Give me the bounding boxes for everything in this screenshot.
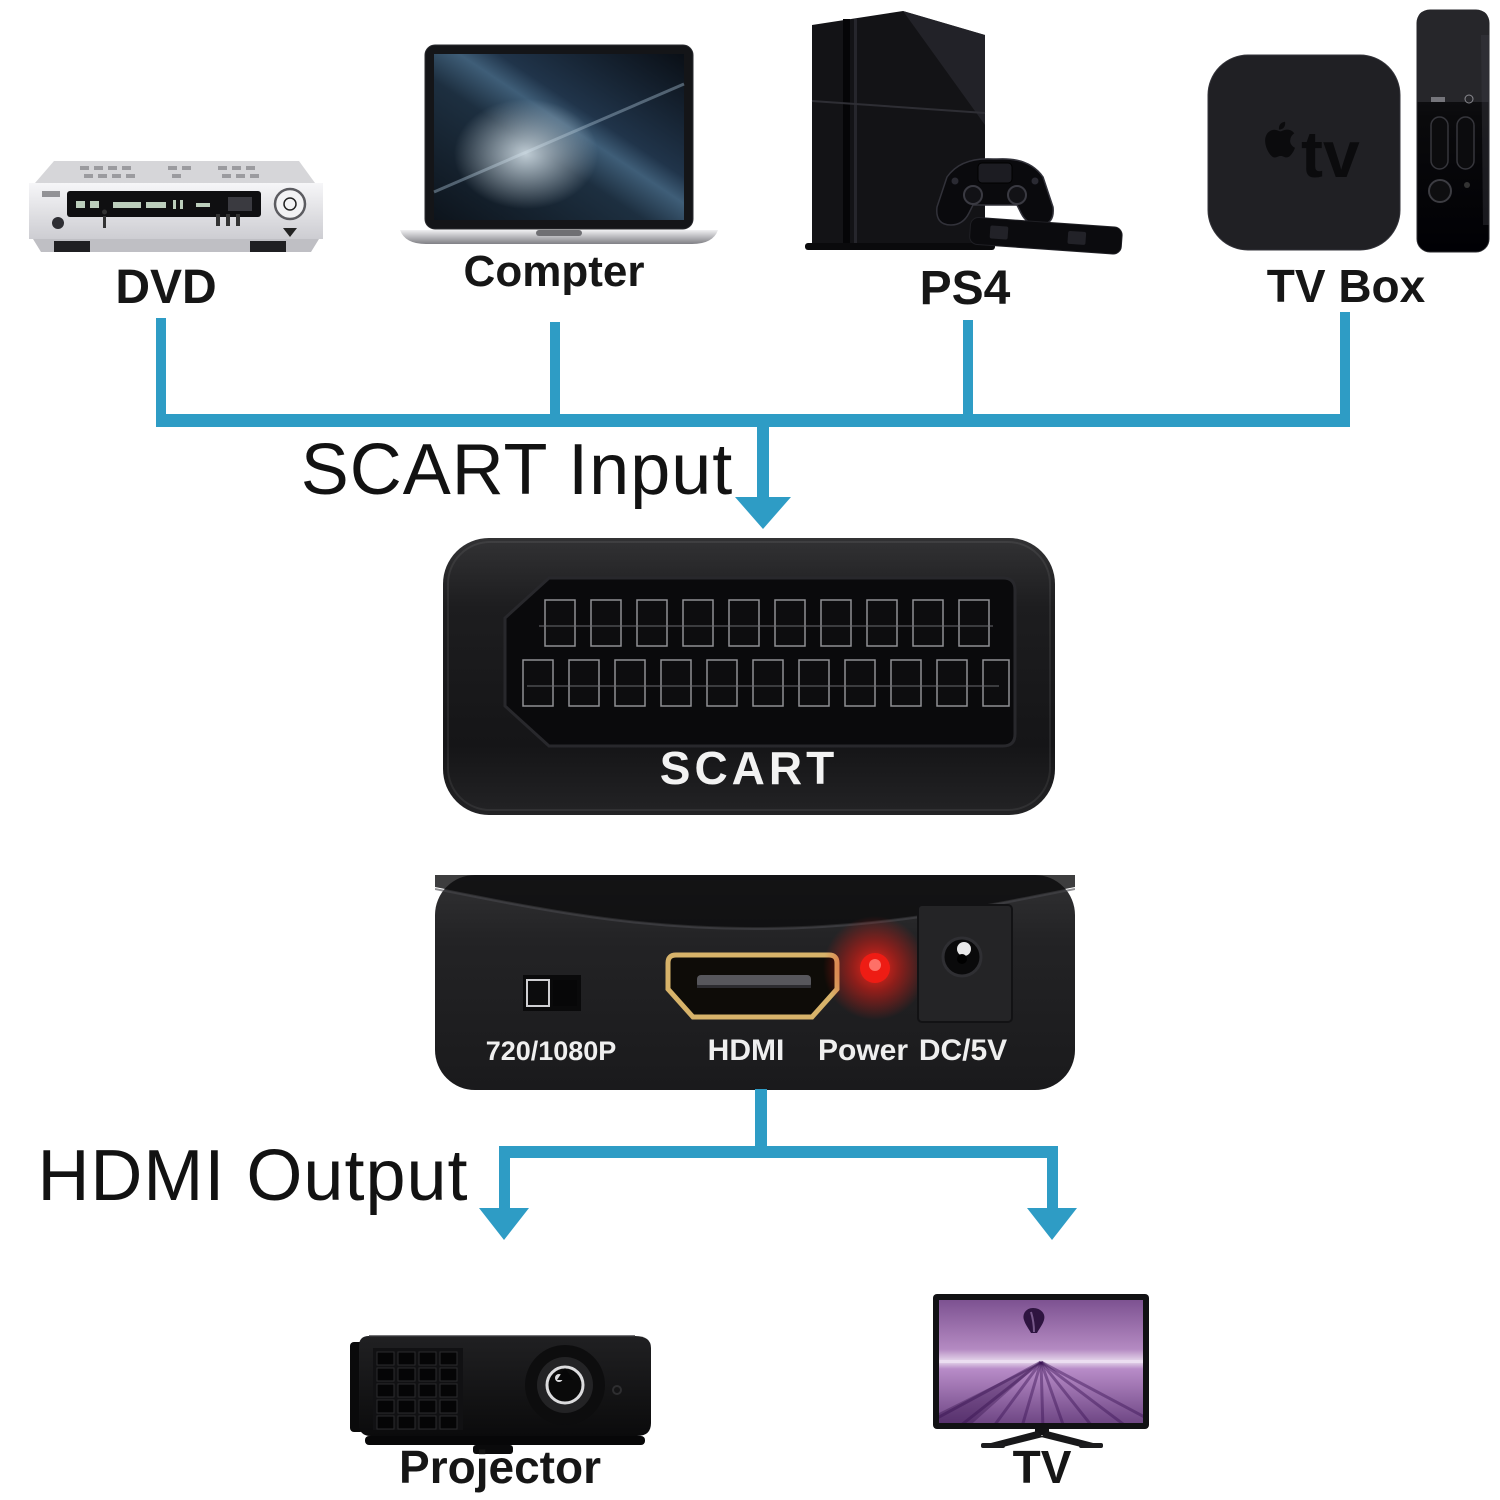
scart-pins-bottom-row — [522, 659, 1010, 707]
tv-field-rows — [939, 1360, 1143, 1423]
projector-foot — [473, 1445, 513, 1454]
ps4-seam-dark — [843, 19, 850, 245]
remote-menu-mark — [1431, 97, 1445, 102]
remote-touch-area — [1417, 10, 1489, 102]
laptop-notch — [536, 230, 582, 236]
scart-port-label: SCART — [660, 742, 838, 794]
power-label: Power — [818, 1034, 908, 1067]
connector-line-tvbox — [1340, 312, 1350, 420]
resolution-switch — [523, 975, 581, 1011]
computer-label: Compter — [463, 247, 645, 296]
connector-line-computer — [550, 322, 560, 420]
dvd-player-image — [29, 161, 323, 252]
laptop-base — [400, 230, 718, 244]
dvd-power-button — [52, 217, 64, 229]
connector-bus-output — [499, 1146, 1058, 1158]
projector-grille — [373, 1348, 463, 1430]
projector-arrow-icon — [479, 1208, 529, 1240]
dvd-display-glyphs — [76, 200, 210, 209]
scart-pins-top-row — [544, 599, 990, 647]
dvd-foot-left — [54, 241, 90, 252]
converter-front-image: SCART — [443, 538, 1055, 815]
appletv-logo: tv — [1265, 117, 1360, 191]
projector-bottom — [365, 1436, 645, 1445]
converter-back-image: 720/1080P HDMI Power DC/5V — [435, 875, 1075, 1090]
apple-icon — [1265, 121, 1295, 158]
dc-label: DC/5V — [919, 1034, 1007, 1067]
remote-dot-button — [1464, 182, 1470, 188]
appletv-tv-text: tv — [1301, 117, 1360, 191]
dvd-top-face — [35, 161, 315, 183]
dvd-jog-dial — [273, 187, 307, 221]
tv-screen — [939, 1300, 1143, 1423]
remote-pill-button-left — [1430, 116, 1449, 170]
tv-image — [933, 1294, 1149, 1448]
projector-label: Projector — [399, 1441, 601, 1493]
dvd-display-window — [228, 197, 252, 211]
ps4-image — [805, 11, 1123, 255]
ps4-controller — [936, 158, 1054, 226]
ps4-label: PS4 — [919, 262, 1011, 315]
projector-lens — [525, 1345, 605, 1425]
dvd-foot-right — [250, 241, 286, 252]
connector-stem-output — [755, 1089, 767, 1149]
ps4-seam-light — [854, 19, 857, 245]
ps4-base — [805, 243, 995, 250]
resolution-label: 720/1080P — [486, 1036, 617, 1066]
ps4-console-gloss — [903, 11, 985, 125]
remote-gloss — [1481, 35, 1489, 225]
remote-pill-button-right — [1456, 116, 1475, 170]
tv-stand — [981, 1429, 1103, 1448]
tv-label: TV — [1012, 1441, 1072, 1493]
hdmi-port — [665, 952, 840, 1020]
dvd-top-vents — [80, 166, 259, 178]
dvd-bottom-lip — [33, 239, 319, 252]
remote-mic-mark — [1464, 94, 1474, 104]
appletv-remote — [1416, 9, 1490, 253]
laptop-wallpaper-glow — [454, 99, 598, 209]
converter-top-bevel — [435, 875, 1075, 927]
tvbox-label: TV Box — [1266, 260, 1426, 312]
tvbox-image: tv — [1207, 9, 1490, 253]
dvd-label: DVD — [115, 261, 217, 314]
projector-indicator — [612, 1385, 622, 1395]
dvd-control-glyphs — [216, 214, 240, 226]
dvd-eject-mark — [283, 228, 297, 237]
dc-jack — [917, 904, 1013, 1023]
connector-line-dvd — [156, 318, 166, 420]
connector-stem-input — [757, 427, 769, 499]
hdmi-label: HDMI — [708, 1034, 785, 1067]
remote-ring-button — [1428, 179, 1452, 203]
dvd-brand-mark — [42, 191, 60, 197]
ps4-panel-seam — [811, 100, 986, 114]
hdmi-output-label: HDMI Output — [37, 1136, 469, 1216]
laptop-image — [400, 44, 718, 244]
input-arrow-icon — [735, 497, 791, 529]
projector-image — [350, 1335, 651, 1454]
tv-arrow-icon — [1027, 1208, 1077, 1240]
scart-input-label: SCART Input — [300, 430, 734, 510]
connector-line-ps4 — [963, 320, 973, 420]
connector-line-projector — [499, 1158, 510, 1210]
hdmi-port-tongue — [697, 975, 811, 988]
ps4-camera — [969, 217, 1123, 255]
connector-bus-input — [156, 414, 1350, 427]
connector-line-tv — [1047, 1158, 1058, 1210]
appletv-box — [1207, 54, 1401, 251]
